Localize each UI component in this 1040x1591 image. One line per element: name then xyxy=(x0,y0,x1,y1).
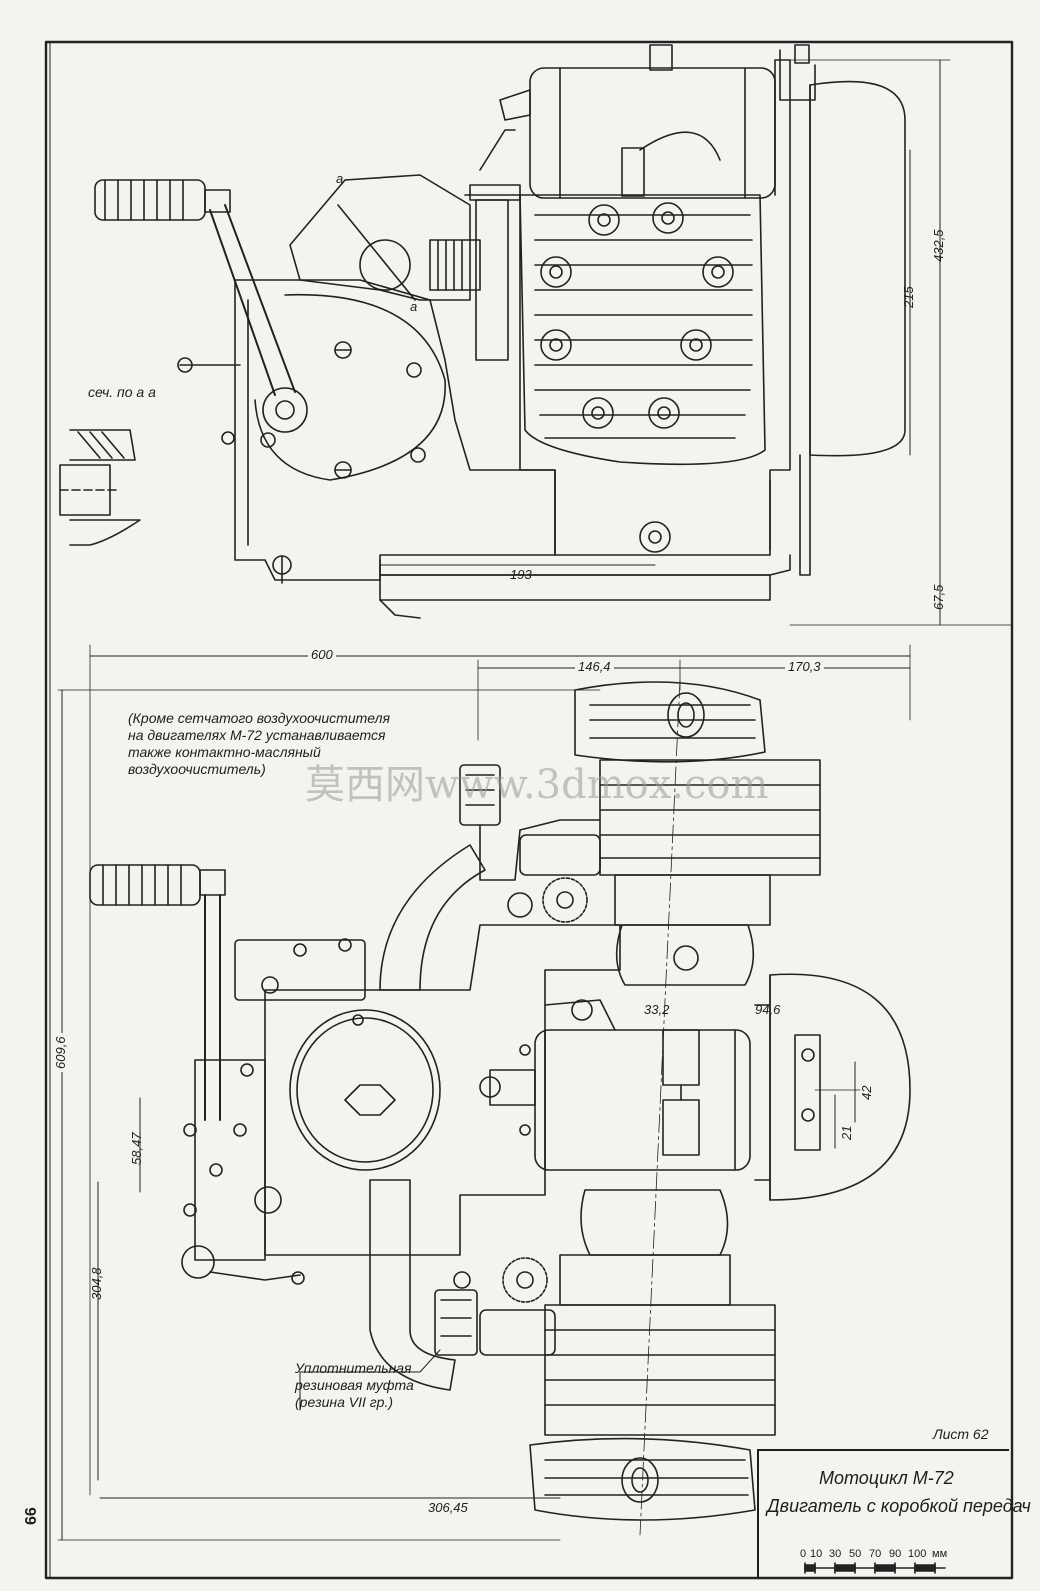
sheet-border xyxy=(44,40,1014,1580)
dim-bottom-offset: 306,45 xyxy=(428,1500,468,1515)
lower-intake-pipe xyxy=(369,1179,456,1391)
seal-label: Уплотнительная резиновая муфта (резина V… xyxy=(295,1360,414,1410)
dim-overall-width: 600 xyxy=(308,648,336,661)
scale-tick-90: 90 xyxy=(889,1548,902,1560)
lower-carb-float xyxy=(434,1289,478,1356)
cylinder-head-side xyxy=(519,194,766,466)
lower-cylinder-fins xyxy=(544,1304,776,1436)
title-line-2: Двигатель с коробкой передач xyxy=(767,1496,1031,1516)
centre-line xyxy=(639,679,681,1536)
dim-d1: 33,2 xyxy=(644,1002,670,1017)
generator-top-view xyxy=(534,1029,751,1171)
dim-overall-length: 609,6 xyxy=(53,1033,68,1072)
air-cleaner-side xyxy=(809,80,906,457)
dim-left-head: 146,4 xyxy=(575,660,614,673)
intake-tube xyxy=(289,174,471,301)
crankcase-side xyxy=(464,59,791,556)
drain-plug xyxy=(639,521,671,553)
lower-valve-cover xyxy=(529,1437,756,1521)
clutch-housing xyxy=(289,1009,441,1171)
section-cutaway xyxy=(59,429,141,546)
crankcase-top xyxy=(264,924,621,1256)
title-block: Мотоцикл М-72 Двигатель с коробкой перед… xyxy=(757,1449,1031,1579)
watermark: 莫西网www.3dmox.com xyxy=(305,762,769,808)
section-label: сеч. по а а xyxy=(88,384,156,400)
title-line-1: Мотоцикл М-72 xyxy=(819,1468,954,1488)
scale-unit: мм xyxy=(932,1548,948,1560)
scale-bar xyxy=(804,1562,946,1574)
kick-pivot xyxy=(262,387,308,433)
lower-gear xyxy=(502,1257,548,1303)
dim-crank-offset: 193 xyxy=(510,567,532,582)
side-view xyxy=(59,44,1013,626)
dim-upper-height: 215 xyxy=(901,286,916,308)
scale-tick-0: 0 xyxy=(800,1548,807,1560)
kick-grip-top xyxy=(94,179,206,221)
dim-kick-offset: 58,47 xyxy=(129,1132,144,1165)
upper-tappet-cover xyxy=(615,924,755,986)
dim-right-head: 170,3 xyxy=(785,660,824,673)
dim-d2: 94,6 xyxy=(755,1002,781,1017)
section-marker-a-bottom: а xyxy=(410,299,418,314)
sheet-label: Лист 62 xyxy=(933,1426,989,1442)
upper-gear xyxy=(542,877,588,923)
dim-overall-height: 432,5 xyxy=(931,229,946,262)
scale-tick-30: 30 xyxy=(829,1548,842,1560)
kick-grip-top-view xyxy=(89,864,201,906)
dim-d3: 42 xyxy=(859,1085,874,1100)
section-marker-a-top: а xyxy=(336,171,344,186)
upper-intake-pipe xyxy=(379,844,486,991)
gearbox-housing xyxy=(234,279,556,581)
dim-lower-height: 67,5 xyxy=(931,584,946,610)
air-cleaner-top-view xyxy=(769,973,911,1201)
scale-tick-50: 50 xyxy=(849,1548,862,1560)
top-view xyxy=(57,644,911,1541)
page-number: 66 xyxy=(23,1507,40,1525)
scale-tick-70: 70 xyxy=(869,1548,882,1560)
upper-valve-cover xyxy=(574,681,766,763)
dim-lower-offset: 304,8 xyxy=(89,1267,104,1300)
lower-tappet-cover xyxy=(580,1189,729,1256)
dim-d4: 21 xyxy=(839,1125,854,1140)
carburettor xyxy=(429,239,481,291)
generator-top xyxy=(529,67,776,199)
scale-tick-10: 10 xyxy=(810,1548,823,1560)
air-cleaner-note: (Кроме сетчатого воздухоочистителя на дв… xyxy=(128,710,390,777)
scale-tick-100: 100 xyxy=(908,1548,927,1560)
